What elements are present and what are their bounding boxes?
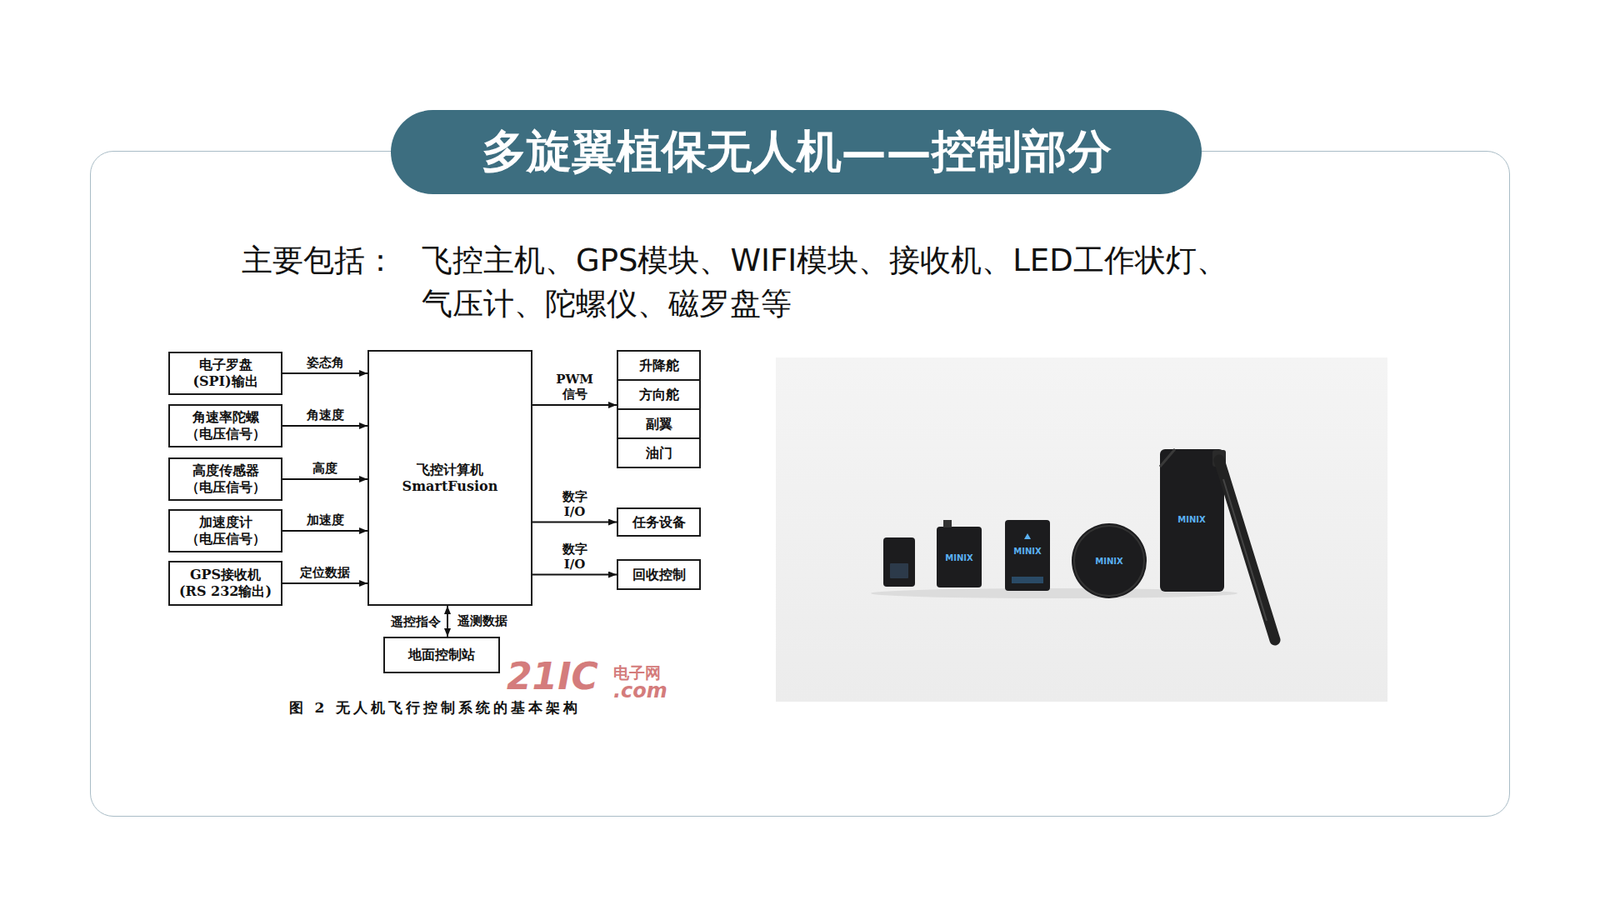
process-box: 副翼: [616, 408, 701, 440]
signal-arrow: [282, 372, 368, 375]
intro-text: 飞控主机、GPS模块、WIFI模块、接收机、LED工作状灯、: [421, 242, 1228, 280]
box-text: 加速度计: [199, 514, 253, 531]
box-text: 副翼: [645, 415, 673, 433]
box-text: （电压信号）: [185, 530, 266, 548]
gps-puck: [1071, 523, 1147, 599]
logo-mark: [1024, 533, 1031, 540]
box-text: 任务设备: [632, 514, 686, 531]
edge-label: 高度: [312, 460, 338, 476]
box-text: (RS 232输出): [179, 583, 272, 600]
slide-title: 多旋翼植保无人机——控制部分: [481, 121, 1112, 183]
box-text: （电压信号）: [185, 425, 266, 443]
box-text: 飞控计算机: [416, 461, 484, 479]
figure-caption: 图 2 无人机飞行控制系统的基本架构: [289, 698, 582, 717]
box-text: 地面控制站: [408, 646, 475, 664]
product-logo: MINIX: [1013, 546, 1041, 557]
edge-label: 角速度: [306, 407, 345, 423]
signal-arrow: [532, 404, 617, 406]
product-logo: MINIX: [1177, 515, 1205, 525]
process-box: 回收控制: [616, 559, 701, 590]
signal-arrow: [282, 530, 368, 532]
module-controller: [1005, 520, 1050, 591]
box-text: GPS接收机: [190, 566, 261, 584]
intro-text: 气压计、陀螺仪、磁罗盘等: [421, 285, 792, 323]
box-text: 高度传感器: [192, 462, 260, 480]
intro-text: 主要包括：: [241, 242, 396, 280]
product-logo: MINIX: [1095, 556, 1123, 567]
signal-arrow: [282, 582, 368, 585]
process-box: 角速率陀螺（电压信号）: [168, 404, 283, 448]
watermark: 电子网: [613, 663, 661, 682]
box-text: 升降舵: [639, 357, 680, 375]
gps-puck-rim: [1074, 525, 1145, 596]
edge-label: PWM 信号: [554, 371, 596, 402]
wifi-module-bevel: [1160, 449, 1175, 467]
process-box: GPS接收机(RS 232输出): [168, 560, 283, 606]
process-box: 升降舵: [616, 350, 701, 381]
process-box: 加速度计（电压信号）: [168, 509, 283, 553]
antenna: [1219, 460, 1275, 640]
box-text: （电压信号）: [185, 479, 266, 496]
signal-label: 遥测数据: [457, 613, 508, 629]
process-box: 地面控制站: [383, 636, 500, 674]
signal-arrow: [282, 425, 368, 427]
wifi-module: [1160, 449, 1225, 592]
process-box: 电子罗盘(SPI)输出: [168, 351, 283, 395]
edge-label: 加速度: [306, 512, 345, 528]
watermark: .com: [613, 680, 668, 702]
signal-arrow: [282, 478, 368, 480]
module-receiver: [936, 526, 982, 588]
box-text: 方向舵: [639, 386, 680, 404]
process-box: 任务设备: [616, 507, 701, 537]
antenna-highlight: [1223, 479, 1267, 621]
process-box: 油门: [616, 437, 701, 469]
box-text: (SPI)输出: [192, 373, 258, 390]
module-small: [883, 537, 915, 587]
process-box: 高度传感器（电压信号）: [168, 457, 283, 501]
edge-label: 遥控指令: [390, 614, 441, 630]
edge-label: 姿态角: [306, 355, 345, 370]
box-text: 电子罗盘: [199, 356, 253, 374]
signal-arrow: [532, 521, 617, 524]
module-small-detail: [890, 563, 909, 579]
connector-pin: [943, 520, 952, 528]
signal-arrow: [446, 605, 449, 637]
process-box: 方向舵: [616, 379, 701, 410]
watermark: 21IC: [506, 656, 599, 697]
edge-label: 定位数据: [300, 565, 350, 580]
box-text: 油门: [645, 445, 673, 462]
box-text: SmartFusion: [402, 478, 499, 495]
process-box: 飞控计算机SmartFusion: [367, 350, 533, 606]
title-banner: 多旋翼植保无人机——控制部分: [390, 110, 1202, 195]
edge-label: 数字 I/O: [554, 489, 596, 520]
signal-arrow: [532, 574, 617, 576]
edge-label: 数字 I/O: [554, 541, 596, 572]
box-text: 角速率陀螺: [192, 409, 260, 426]
box-text: 回收控制: [632, 566, 686, 584]
product-logo: MINIX: [945, 553, 973, 564]
led-bars: [1011, 576, 1044, 584]
photo-ground: [775, 357, 1388, 702]
